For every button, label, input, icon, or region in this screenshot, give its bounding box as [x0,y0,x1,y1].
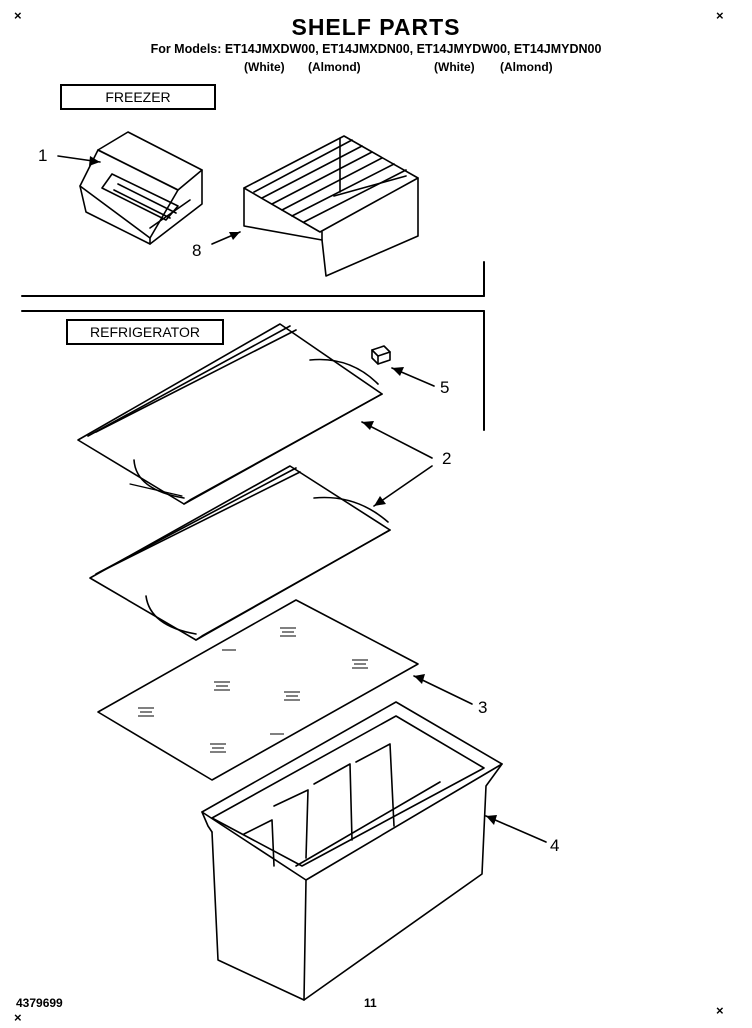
shelf-clip-part-5 [371,345,391,365]
freezer-shelf-part-8 [243,135,419,277]
freezer-section-frame [21,261,485,297]
callout-3: 3 [478,698,488,717]
liner-texture-marks [138,627,368,753]
wire-shelf-part-2-lower [89,465,391,641]
wire-shelf-part-2-upper [77,323,383,505]
corner-mark-top-left: × [14,8,22,23]
color-label-2: (Almond) [308,60,361,74]
crisper-pan-part-4 [201,701,503,1001]
corner-mark-bottom-right: × [716,1003,724,1018]
refrigerator-section-label: REFRIGERATOR [66,319,224,345]
callout-8: 8 [192,241,202,260]
color-label-3: (White) [434,60,475,74]
leader-arrowheads [89,156,497,825]
page-title: SHELF PARTS [291,14,461,40]
callout-2: 2 [442,449,452,468]
leader-lines [57,155,547,843]
corner-mark-top-right: × [716,8,724,23]
callout-5: 5 [440,378,450,397]
freezer-section-label: FREEZER [60,84,216,110]
refrigerator-section-frame [21,310,485,431]
freezer-basket-part-1 [79,131,203,245]
color-label-1: (White) [244,60,285,74]
shelf-liner-part-3 [97,599,419,781]
callout-4: 4 [550,836,560,855]
models-line: For Models: ET14JMXDW00, ET14JMXDN00, ET… [150,42,602,56]
page-number: 11 [364,996,377,1010]
corner-mark-bottom-left: × [14,1010,22,1025]
color-label-4: (Almond) [500,60,553,74]
callout-1: 1 [38,146,48,165]
part-number: 4379699 [16,996,63,1010]
